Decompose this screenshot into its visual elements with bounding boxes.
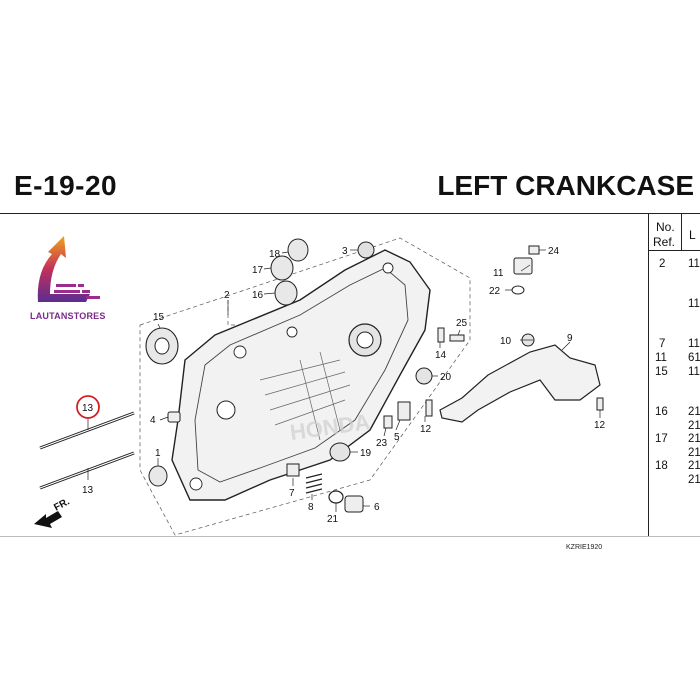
crankcase-bearing-bore-inner [356,331,374,349]
callout-10: 10 [500,336,512,347]
table-cell-ref: 15 [655,366,668,378]
highlight-circle [76,395,100,419]
table-header-ref: Ref. [653,235,676,249]
sensor-11 [513,257,533,275]
bottom-rule [0,536,700,537]
callout-18: 18 [269,249,281,260]
callout-2: 2 [224,290,230,301]
bolt-14 [437,327,445,343]
crankcase-boss [382,262,394,274]
table-header-rule [649,250,700,251]
plug-6 [344,495,364,513]
callout-5: 5 [394,432,400,443]
table-cell-value: 21 [688,460,700,472]
table-cell-value: 11 [688,366,700,378]
page-title: LEFT CRANKCASE [437,170,694,201]
callout-8: 8 [308,502,314,513]
callout-25: 25 [456,318,468,329]
callout-4: 4 [150,415,156,426]
seal-3 [357,241,375,259]
diagram-code: KZRIE1920 [566,544,603,551]
table-header-no: No. [656,220,675,234]
callout-3: 3 [342,246,348,257]
table-cell-ref: 11 [655,352,667,364]
bolt-25 [449,334,465,342]
page-code: E-19-20 [14,170,118,201]
bolt-12 [596,397,604,411]
bearing-16 [274,280,298,306]
callout-9: 9 [567,333,573,344]
front-direction-arrow-icon [34,511,62,528]
callout-17: 17 [252,265,264,276]
table-header-l: L [689,228,696,242]
callout-21: 21 [327,514,339,525]
table-cell-ref: 17 [655,433,668,445]
logo-icon [37,236,100,302]
crankcase-ribs [259,351,351,441]
crankcase-body [171,249,431,501]
table-cell-value: 21 [688,420,700,432]
table-cell-value: 61 [688,352,700,364]
dowel-4 [167,411,181,423]
part-5 [397,401,411,421]
table-cell-value: 21 [688,406,700,418]
part-23 [383,415,393,429]
o-ring-22 [511,285,525,295]
callout-13: 13 [82,403,94,414]
callout-14: 14 [435,350,447,361]
seal-19 [329,442,351,462]
callout-7: 7 [289,488,295,499]
stud-bolt-13 [39,452,135,489]
table-header-divider [681,214,682,250]
title-rule [0,213,700,214]
callout-6: 6 [374,502,380,513]
table-cell-ref: 16 [655,406,668,418]
table-cell-value: 21 [688,433,700,445]
table-divider [648,214,649,536]
table-cell-value: 21 [688,474,700,486]
bearing-1 [148,465,168,487]
bearing-18 [287,238,309,262]
bolt-24 [528,245,540,255]
callout-13: 13 [82,485,94,496]
callout-23: 23 [376,438,388,449]
spring-8 [305,473,323,494]
table-cell-value: 11 [688,258,700,270]
cover-9 [439,344,601,423]
crankcase-boss [189,477,203,491]
spring-7 [286,463,300,477]
callout-11: 11 [493,268,504,279]
callout-19: 19 [360,448,372,459]
callout-22: 22 [489,286,501,297]
table-cell-ref: 18 [655,460,668,472]
crankcase-shaft-hole [216,400,236,420]
stud-bolt-13 [39,412,135,449]
callout-20: 20 [440,372,452,383]
leader-lines [87,249,601,512]
crankcase-boss [233,345,247,359]
callout-24: 24 [548,246,560,257]
bearing-15-inner [154,337,170,355]
seal-20 [415,367,433,385]
table-cell-ref: 2 [659,258,666,270]
table-cell-value: 11 [688,298,700,310]
callout-12: 12 [594,420,606,431]
front-direction-label: FR. [52,496,72,513]
logo-text: LAUTANSTORES [30,311,106,321]
callout-12: 12 [420,424,432,435]
callout-1: 1 [155,448,161,459]
table-cell-value: 11 [688,338,700,350]
exploded-diagram: HONDA [34,237,606,536]
crankcase-inner-wall [194,267,409,483]
dashed-group-outline [139,237,471,536]
callout-16: 16 [252,290,264,301]
table-cell-ref: 7 [659,338,666,350]
washer-21 [328,490,344,504]
callout-15: 15 [153,312,165,323]
bolt-12 [425,399,433,417]
crankcase-boss [286,326,298,338]
table-cell-value: 21 [688,447,700,459]
